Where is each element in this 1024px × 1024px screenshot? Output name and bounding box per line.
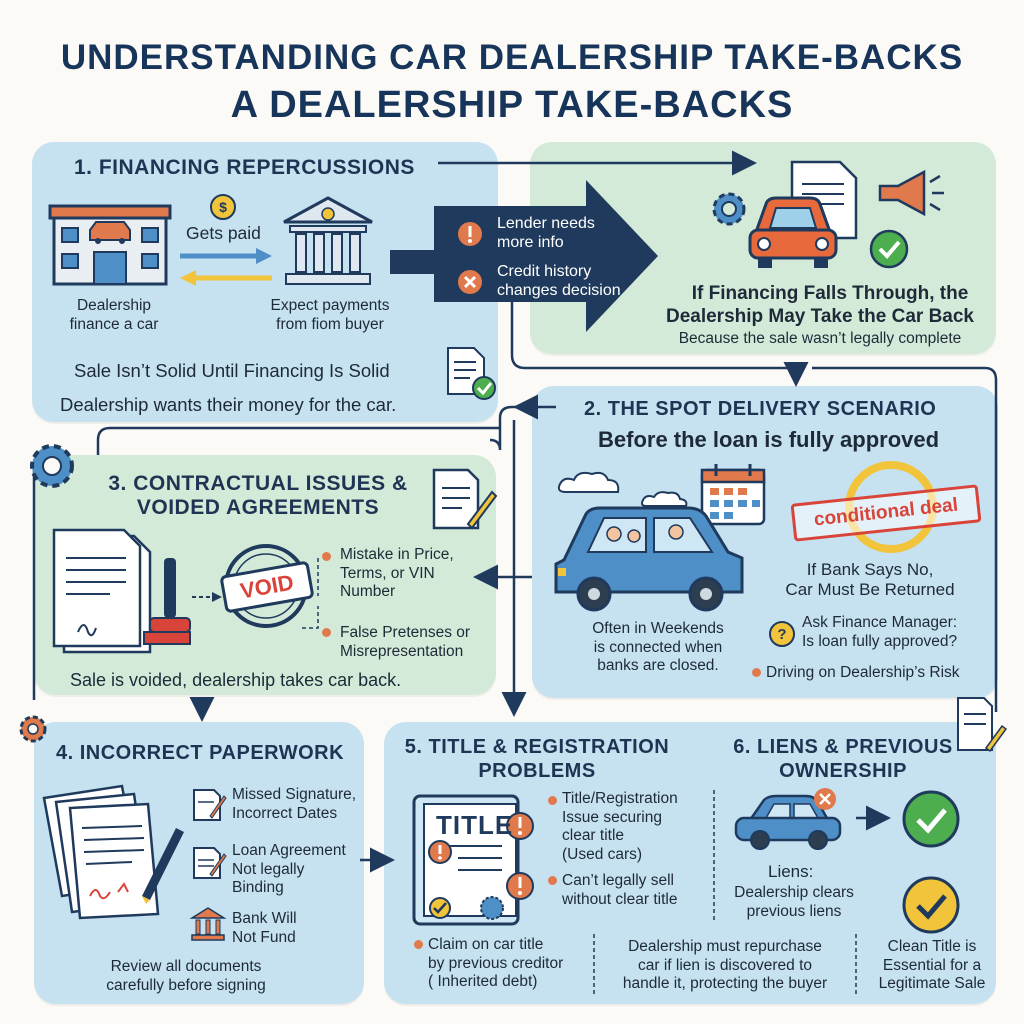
credit-history-text: Credit history changes decision (497, 263, 621, 300)
takeback-line2: Dealership May Take the Car Back (665, 306, 974, 327)
bullet-dot (322, 552, 331, 561)
weekends-text: Often in Weekends is connected when bank… (592, 620, 724, 675)
x-circle-small-icon (814, 788, 836, 810)
gear-orange-icon (19, 715, 47, 743)
gear-icon (712, 192, 746, 226)
divider-dashed (593, 934, 595, 994)
check-circle-icon (869, 229, 909, 269)
dealership-finance-label: Dealership finance a car (69, 297, 159, 333)
cloud-icon (557, 471, 620, 493)
bank-small-icon (189, 907, 227, 941)
bullet-dot (414, 940, 423, 949)
repurchase-text: Dealership must repurchase car if lien i… (622, 938, 828, 993)
contract-stamp-icon (52, 528, 191, 654)
spot-heading: 2. THE SPOT DELIVERY SCENARIO (584, 398, 937, 420)
cant-sell-text: Can’t legally sell without clear title (562, 872, 678, 908)
edit-document-icon (193, 789, 227, 821)
alert-icon (458, 222, 482, 246)
cloud-small-icon (641, 491, 688, 507)
takeback-sub: Because the sale wasn’t legally complete (678, 330, 962, 347)
bank-not-fund-text: Bank Will Not Fund (232, 910, 297, 946)
check-circle-green-icon (902, 790, 960, 848)
dealership-building-icon (48, 204, 172, 286)
dashed-arrow-icon (192, 592, 222, 602)
divider-dashed (713, 790, 715, 920)
loan-agreement-text: Loan Agreement Not legally Binding (232, 842, 346, 897)
car-icon (748, 196, 838, 268)
check-circle-gold-icon (902, 876, 960, 934)
svg-text:$: $ (219, 199, 227, 215)
gets-paid-label: Gets paid (186, 223, 261, 243)
blue-car-icon (734, 794, 842, 850)
bullet-dot (548, 876, 557, 885)
bank-says-no-text: If Bank Says No, Car Must Be Returned (785, 560, 955, 600)
divider-dashed (855, 934, 857, 994)
document-check-icon (447, 347, 496, 400)
false-pretenses-text: False Pretenses or Misrepresentation (340, 624, 471, 660)
dollar-coin-icon: $ (210, 194, 236, 220)
sale-not-solid-text: Sale Isn’t Solid Until Financing Is Soli… (74, 360, 390, 381)
bullet-dot (322, 628, 331, 637)
wants-money-text: Dealership wants their money for the car… (60, 394, 397, 415)
bank-icon (283, 196, 373, 285)
clean-title-text: Clean Title is Essential for a Legitimat… (878, 938, 986, 993)
bullet-dot (752, 668, 761, 677)
signed-documents-icon (42, 784, 184, 920)
document-pen-small-icon (957, 697, 1008, 753)
bullet-dot (548, 796, 557, 805)
svg-text:?: ? (777, 626, 786, 643)
mistake-text: Mistake in Price, Terms, or VIN Number (340, 546, 454, 601)
contract-heading: 3. CONTRACTUAL ISSUES & VOIDED AGREEMENT… (108, 472, 408, 520)
title-doc-label: TITLE (436, 810, 514, 840)
calendar-icon (700, 464, 766, 526)
page-subtitle: A DEALERSHIP TAKE-BACKS (230, 84, 794, 126)
document-pen-icon (432, 468, 498, 530)
big-arrow-shape (390, 180, 658, 332)
spot-subheading: Before the loan is fully approved (598, 427, 940, 452)
family-car-icon (554, 506, 744, 612)
lender-info-text: Lender needs more info (497, 215, 595, 252)
clears-liens-text: Dealership clears previous liens (734, 884, 854, 920)
title-issue-text: Title/Registration Issue securing clear … (562, 790, 678, 863)
ask-finance-text: Ask Finance Manager: Is loan fully appro… (802, 614, 958, 650)
x-circle-icon (458, 270, 482, 294)
megaphone-icon (878, 169, 944, 217)
gear-large-icon (30, 444, 74, 488)
takeback-line1: If Financing Falls Through, the (691, 283, 969, 304)
financing-heading: 1. FINANCING REPERCUSSIONS (74, 156, 415, 179)
review-text: Review all documents carefully before si… (106, 958, 266, 994)
expect-payments-label: Expect payments from fiom buyer (270, 297, 390, 333)
title-reg-heading: 5. TITLE & REGISTRATION PROBLEMS (404, 736, 670, 782)
exchange-arrows-icon (180, 248, 272, 286)
voided-text: Sale is voided, dealership takes car bac… (70, 670, 402, 690)
missed-signature-text: Missed Signature, Incorrect Dates (232, 786, 357, 822)
liens-label: Liens: (768, 862, 814, 881)
paperwork-heading: 4. INCORRECT PAPERWORK (56, 742, 345, 764)
loan-document-icon (193, 847, 227, 879)
question-icon: ? (769, 621, 795, 647)
liens-heading: 6. LIENS & PREVIOUS OWNERSHIP (733, 736, 953, 782)
page-title: UNDERSTANDING CAR DEALERSHIP TAKE-BACKS (60, 38, 964, 77)
title-document-icon (412, 794, 534, 926)
dealership-risk-text: Driving on Dealership’s Risk (766, 664, 960, 681)
bracket-lines (302, 558, 319, 629)
claim-text: Claim on car title by previous creditor … (428, 936, 564, 991)
